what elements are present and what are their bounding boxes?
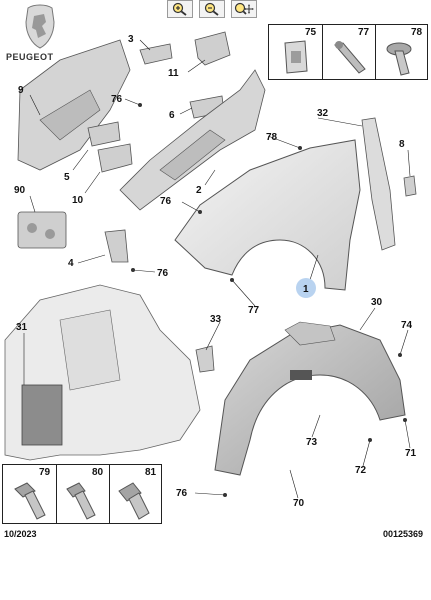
callout-71[interactable]: 71 bbox=[405, 448, 417, 459]
callout-78[interactable]: 78 bbox=[266, 132, 278, 143]
part-31-inner-panel bbox=[4, 284, 201, 461]
fastener-81-label[interactable]: 81 bbox=[145, 467, 157, 478]
brand-name: PEUGEOT bbox=[6, 52, 54, 62]
fastener-78-icon bbox=[386, 42, 412, 76]
part-5-bracket bbox=[87, 121, 121, 147]
part-3-bracket bbox=[139, 43, 173, 65]
lion-logo-icon bbox=[25, 4, 55, 49]
zoom-in-icon bbox=[172, 2, 187, 16]
callout-3[interactable]: 3 bbox=[128, 34, 134, 45]
callout-76-a[interactable]: 76 bbox=[111, 94, 123, 105]
part-10-bracket bbox=[97, 143, 133, 173]
fastener-80-label[interactable]: 80 bbox=[92, 467, 104, 478]
zoom-out-icon bbox=[204, 2, 219, 16]
diagram-reference: 00125369 bbox=[382, 529, 423, 539]
callout-73[interactable]: 73 bbox=[306, 437, 318, 448]
fastener-box-top: 75 77 78 bbox=[268, 24, 428, 80]
callout-30[interactable]: 30 bbox=[371, 297, 383, 308]
callout-4[interactable]: 4 bbox=[68, 258, 74, 269]
callout-72[interactable]: 72 bbox=[355, 465, 367, 476]
fastener-79-icon bbox=[14, 482, 46, 520]
callout-6[interactable]: 6 bbox=[169, 110, 175, 121]
fastener-75-label[interactable]: 75 bbox=[305, 27, 317, 38]
fastener-75-icon bbox=[284, 40, 308, 74]
fastener-77-label[interactable]: 77 bbox=[358, 27, 370, 38]
fastener-81-icon bbox=[118, 482, 150, 520]
part-9-inner-wing bbox=[17, 39, 131, 171]
callout-9[interactable]: 9 bbox=[18, 85, 24, 96]
callout-76-b[interactable]: 76 bbox=[160, 196, 172, 207]
callout-74[interactable]: 74 bbox=[401, 320, 413, 331]
part-90-module bbox=[17, 211, 67, 249]
part-11-bracket bbox=[194, 31, 231, 66]
callout-1-highlight[interactable] bbox=[296, 278, 316, 298]
callout-76-d[interactable]: 76 bbox=[176, 488, 188, 499]
fastener-80-icon bbox=[66, 482, 96, 520]
callout-32[interactable]: 32 bbox=[317, 108, 329, 119]
callout-90[interactable]: 90 bbox=[14, 185, 26, 196]
leader-lines bbox=[23, 39, 411, 499]
zoom-in-button[interactable] bbox=[167, 0, 193, 18]
zoom-out-button[interactable] bbox=[199, 0, 225, 18]
fastener-77-icon bbox=[334, 41, 366, 74]
callout-5[interactable]: 5 bbox=[64, 172, 70, 183]
part-1-front-fender bbox=[174, 139, 361, 291]
zoom-pan-button[interactable] bbox=[231, 0, 257, 18]
fastener-79-label[interactable]: 79 bbox=[39, 467, 51, 478]
zoom-toolbar bbox=[167, 0, 257, 18]
callout-2[interactable]: 2 bbox=[196, 185, 202, 196]
brand-logo: PEUGEOT bbox=[0, 0, 80, 70]
callout-33[interactable]: 33 bbox=[210, 314, 222, 325]
part-2-frame-rail bbox=[119, 69, 266, 211]
callout-70[interactable]: 70 bbox=[293, 498, 305, 509]
fastener-78-label[interactable]: 78 bbox=[411, 27, 423, 38]
diagram-date: 10/2023 bbox=[4, 529, 37, 539]
part-30-wheel-arch-liner bbox=[214, 321, 406, 476]
part-4-bracket bbox=[104, 229, 129, 263]
callout-1[interactable]: 1 bbox=[303, 284, 309, 295]
callout-labels: 1 2 3 4 5 6 8 9 10 11 30 31 32 33 70 71 … bbox=[14, 34, 417, 509]
part-33-bracket bbox=[195, 345, 215, 373]
part-8-clip bbox=[403, 175, 417, 197]
fastener-box-bottom: 79 80 81 bbox=[2, 464, 162, 524]
fastener-dots bbox=[131, 103, 407, 497]
part-32-seal-strip bbox=[361, 117, 396, 251]
callout-31[interactable]: 31 bbox=[16, 322, 28, 333]
callout-77[interactable]: 77 bbox=[248, 305, 260, 316]
callout-8[interactable]: 8 bbox=[399, 139, 405, 150]
zoom-pan-icon bbox=[234, 2, 254, 15]
callout-10[interactable]: 10 bbox=[72, 195, 84, 206]
callout-76-c[interactable]: 76 bbox=[157, 268, 169, 279]
callout-11[interactable]: 11 bbox=[168, 68, 179, 79]
